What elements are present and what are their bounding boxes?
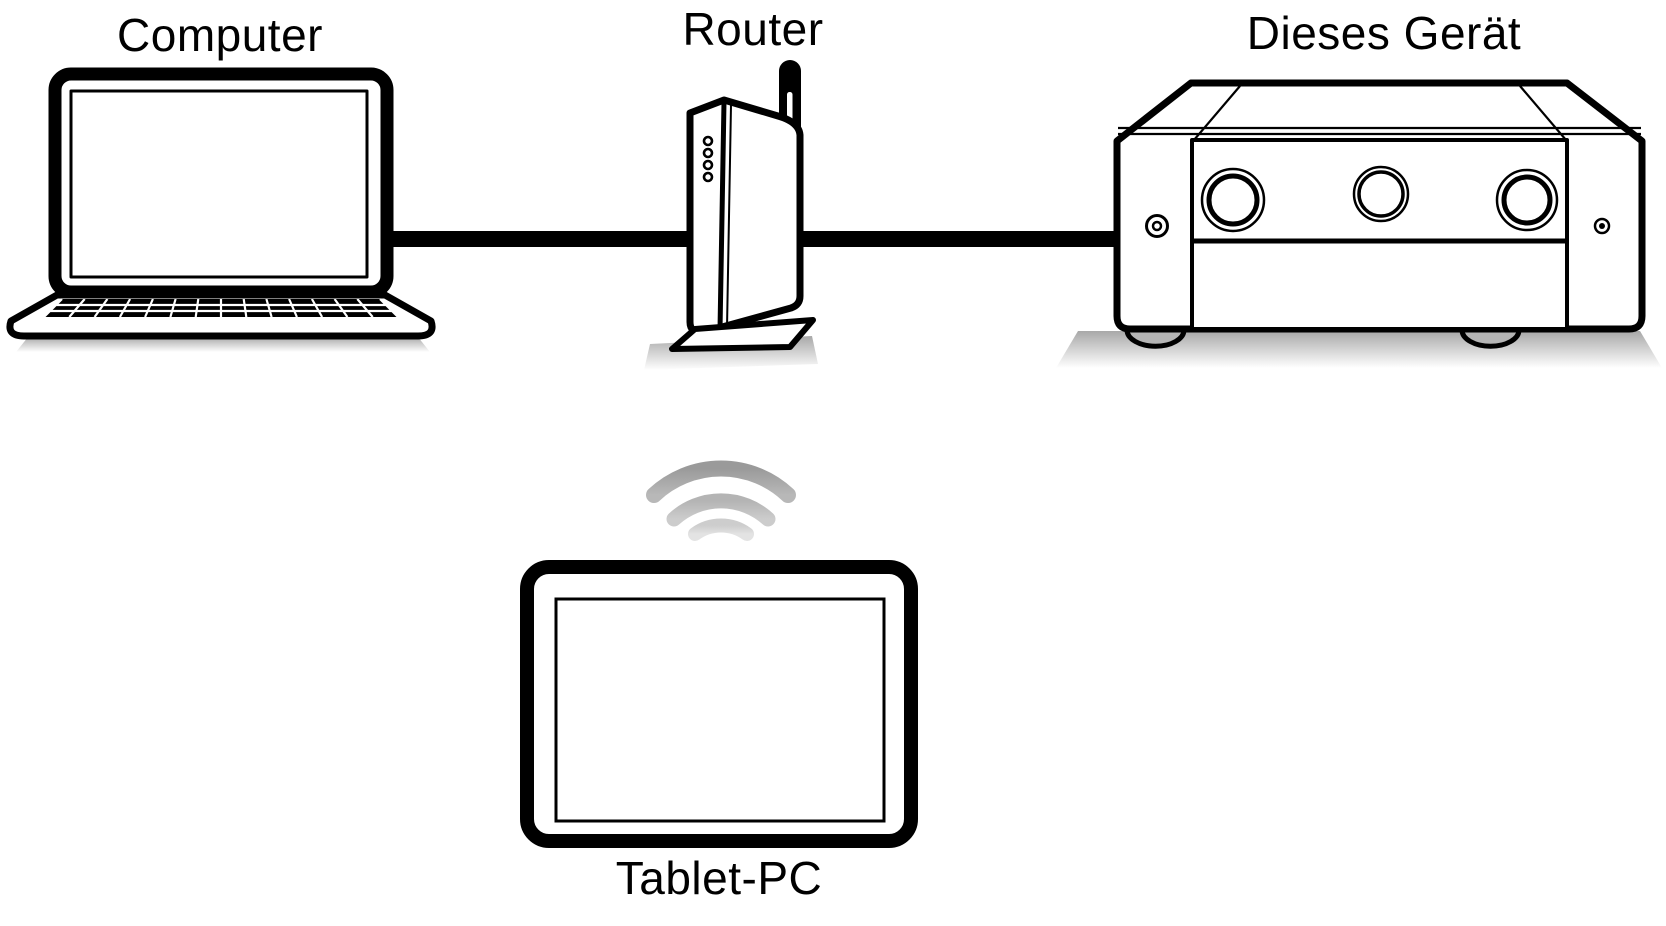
receiver-left-button [1145,214,1169,238]
wifi-arc-outer [646,460,796,503]
router-led-lights [702,135,714,183]
ethernet-cable-router-receiver [795,231,1125,247]
tablet-screen [554,597,886,823]
router-body [686,96,804,336]
receiver-right-button [1593,217,1611,235]
tablet-pc-label: Tablet-PC [615,852,823,904]
router-stand [669,317,816,352]
router-illustration [669,60,816,352]
receiver-foot-left [1124,327,1187,349]
receiver-knob-center [1352,165,1410,223]
wifi-arc-middle [666,493,776,527]
wifi-arc-inner [688,518,754,541]
receiver-top-face-edges [1118,85,1641,141]
laptop-keyboard-key-grid [43,298,399,318]
router-front-edge [717,99,727,333]
computer-label: Computer [117,9,323,61]
router-label: Router [682,3,824,55]
laptop-screen [69,89,369,279]
receiver-illustration [1113,79,1646,349]
laptop-illustration [6,67,436,340]
receiver-knob-left [1200,167,1266,233]
wifi-signal-icon [646,460,796,541]
router-front-edge-inner [726,104,732,329]
tablet-illustration [520,560,918,848]
this-device-label: Dieses Gerät [1246,7,1522,59]
ethernet-cable-computer-router [383,231,698,247]
receiver-foot-right [1459,327,1522,349]
laptop-shadow [16,337,430,352]
receiver-knob-right [1495,168,1559,232]
